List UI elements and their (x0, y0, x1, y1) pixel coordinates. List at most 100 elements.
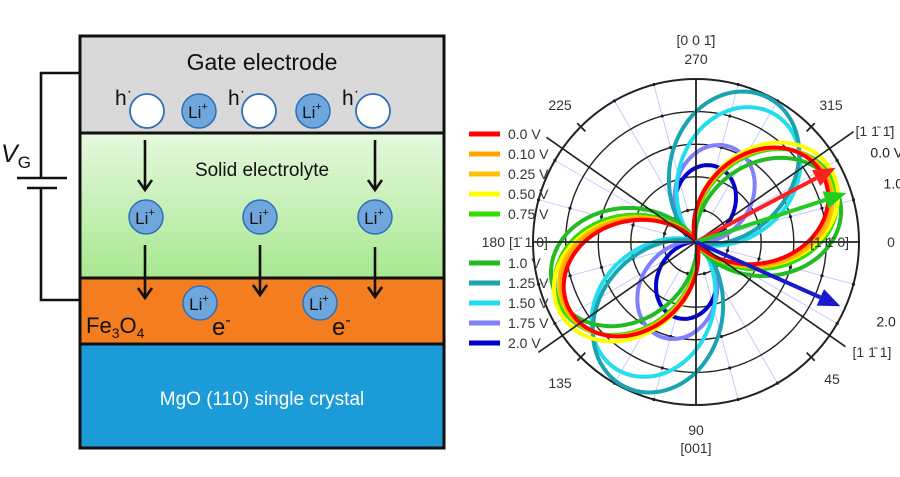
crystal-direction-line (695, 241, 847, 348)
minor-radial-gridline (703, 84, 739, 214)
minor-radial-gridline (703, 270, 739, 400)
ring-tick (685, 208, 690, 213)
charge-carriers: h·Li+h·Li+h·Li+Li+Li+Li+Li+e-e- (115, 83, 393, 341)
hole-circle (355, 93, 391, 129)
legend-item: 1.0 V (469, 255, 541, 271)
polar-plot: 0.0 V1.0 V2.0 V 270[0 0 1̄]90[001]0[1 1̄… (469, 32, 900, 456)
li-ion-film: Li+ (302, 285, 338, 321)
angle-tick (806, 122, 816, 132)
hole-carrier: h· (228, 83, 277, 129)
ring-tick (612, 99, 617, 103)
ring-tick (660, 114, 664, 118)
fe3o4-label: Fe3O4 (86, 313, 145, 341)
polarization-arrow: 1.0 V (695, 175, 900, 244)
angle-label-135: 135 (548, 375, 572, 391)
li-ion-electrolyte: Li+ (357, 199, 393, 235)
ring-tick (820, 206, 824, 210)
legend-label: 0.50 V (508, 186, 549, 202)
angle-tick (576, 122, 586, 132)
ring-tick (669, 145, 673, 150)
ring-tick (788, 265, 793, 269)
electron-label: e- (212, 312, 231, 341)
legend-label: 0.10 V (508, 146, 549, 162)
crystal-direction-line (537, 241, 697, 353)
direction-label-0: [1 1̄ 0] (810, 234, 849, 250)
ring-tick (599, 215, 604, 219)
ion-migration-arrows (136, 140, 384, 301)
minor-radial-gridline (554, 256, 671, 324)
electron-label: e- (332, 312, 351, 341)
polarization-arrows: 0.0 V 1.0 V 2.0 V (695, 144, 900, 330)
ring-tick (599, 265, 604, 269)
legend-item: 0.75 V (469, 206, 549, 222)
minor-radial-gridline (653, 84, 689, 214)
gate-electrode-label: Gate electrode (187, 49, 338, 75)
arrow-voltage-label: 0.0 V (870, 144, 900, 160)
legend-item: 0.50 V (469, 186, 549, 202)
angle-tick (576, 352, 586, 362)
solid-electrolyte-label: Solid electrolyte (195, 160, 329, 181)
ring-tick (536, 282, 541, 286)
minor-radial-gridline (724, 249, 854, 285)
legend-label: 1.50 V (508, 295, 549, 311)
ring-tick (725, 248, 730, 253)
li-ion-gate: Li+ (295, 93, 331, 129)
li-ion-circle (357, 199, 393, 235)
ring-tick (820, 274, 824, 278)
direction-label-1-1bar-1bar: [1 1̄ 1̄] (856, 123, 895, 139)
li-ion-circle (182, 285, 218, 321)
ring-tick (736, 82, 740, 87)
ring-tick (652, 82, 656, 87)
ring-tick (568, 206, 572, 210)
ring-tick (568, 274, 572, 278)
ring-tick (728, 114, 732, 118)
ring-tick (851, 198, 856, 202)
ring-tick (851, 282, 856, 286)
ring-tick (702, 271, 707, 276)
legend-item: 1.50 V (469, 295, 549, 311)
legend-item: 2.0 V (469, 335, 541, 351)
ring-tick (835, 321, 839, 326)
down-arrow (136, 245, 154, 301)
angle-label-0: 0 (887, 234, 895, 250)
legend-label: 0.75 V (508, 206, 549, 222)
ring-tick (662, 231, 667, 236)
direction-label-90: [001] (680, 440, 711, 456)
angle-tick (806, 352, 816, 362)
li-ion-electrolyte: Li+ (242, 199, 278, 235)
li-ion-circle (302, 285, 338, 321)
ring-tick (728, 366, 732, 370)
li-ion-electrolyte: Li+ (128, 199, 164, 235)
angle-label-180: 180 (482, 234, 506, 250)
hole-label: h· (228, 83, 245, 110)
down-arrow (366, 140, 384, 193)
li-ion-circle (295, 93, 331, 129)
li-ion-label: Li+ (364, 207, 384, 228)
down-arrow (136, 140, 154, 193)
angle-label-225: 225 (548, 97, 572, 113)
ring-tick (736, 397, 740, 402)
arrow-voltage-label: 2.0 V (876, 314, 900, 330)
ring-tick (788, 215, 793, 219)
mgo-substrate-layer (80, 344, 444, 448)
ring-tick (631, 223, 635, 227)
li-ion-circle (128, 199, 164, 235)
mgo-substrate-label: MgO (110) single crystal (160, 389, 365, 410)
legend: 0.0 V0.10 V0.25 V0.50 V0.75 V1.0 V1.25 V… (469, 126, 549, 351)
hole-carrier: h· (342, 83, 391, 129)
gate-voltage-label: VG (1, 140, 31, 172)
legend-item: 0.25 V (469, 166, 549, 182)
angle-label-45: 45 (824, 371, 840, 387)
layer-borders (78, 34, 446, 450)
angle-label-90: 90 (688, 422, 704, 438)
legend-label: 1.75 V (508, 315, 549, 331)
hole-label: h· (115, 83, 132, 110)
down-arrow (251, 245, 269, 298)
hole-circle (129, 93, 165, 129)
li-ion-gate: Li+ (181, 93, 217, 129)
li-ion-circle (242, 199, 278, 235)
minor-radial-gridline (653, 270, 689, 400)
down-arrow (366, 247, 384, 300)
direction-label-180: [1̄ 1 0] (509, 234, 548, 250)
